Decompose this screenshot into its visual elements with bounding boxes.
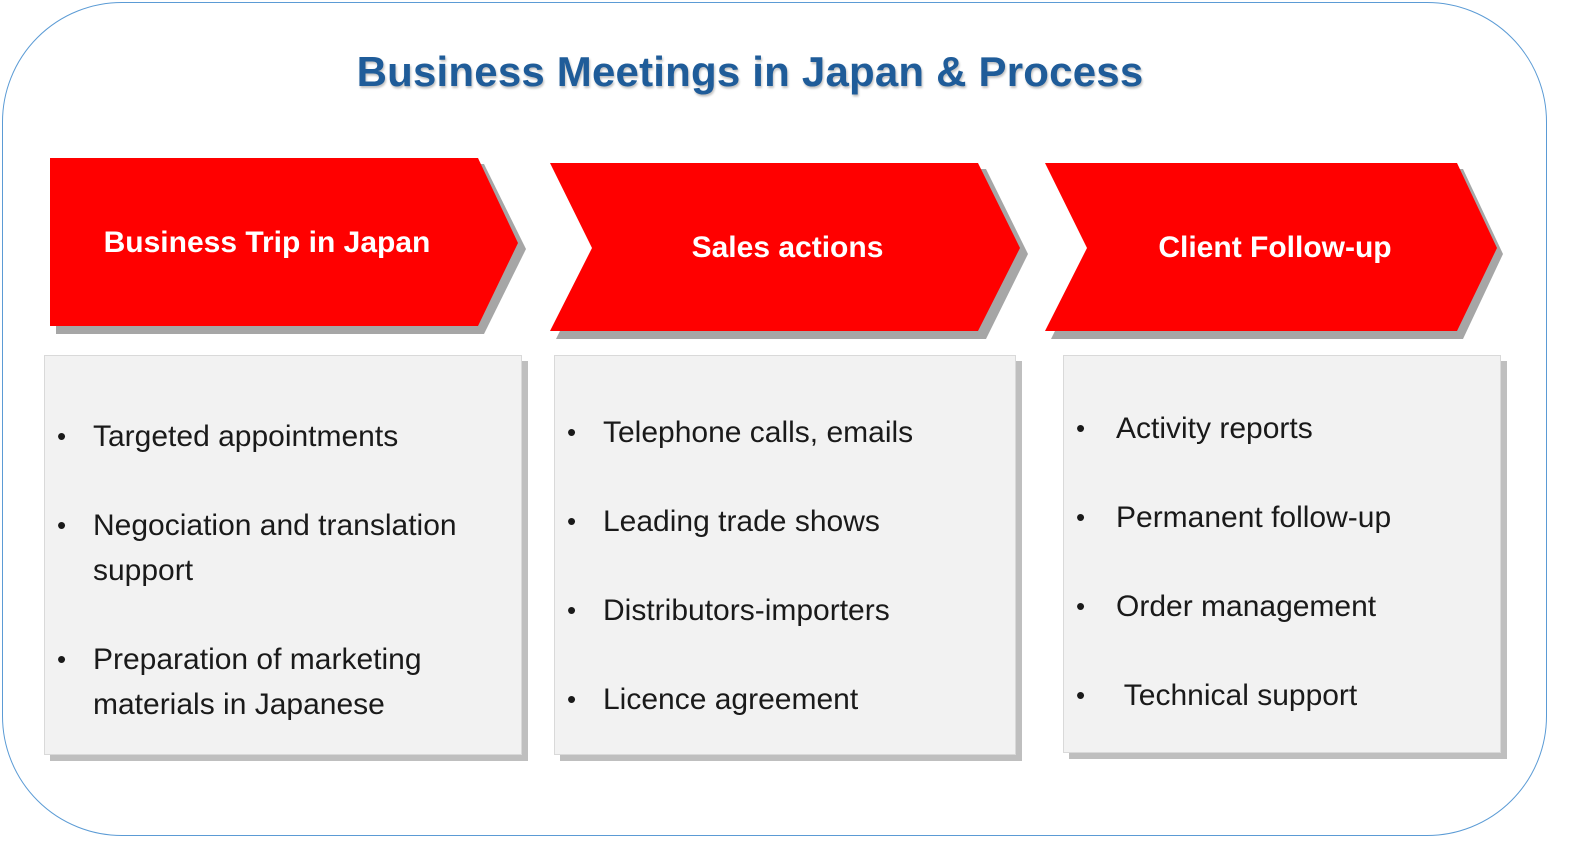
chevron-fill [50,158,518,326]
bullet-icon: • [57,510,67,540]
chevron-arrow-2-shape [550,163,1028,339]
step-3-chevron: Client Follow-up [1045,163,1505,339]
chevron-fill [550,163,1020,331]
step-1-chevron: Business Trip in Japan [50,158,526,334]
bullet-icon: • [57,421,67,451]
bullet-icon: • [567,506,577,536]
bullet-icon: • [567,684,577,714]
step-2-chevron: Sales actions [550,163,1028,339]
chevron-fill [1045,163,1497,331]
bullet-icon: • [1076,591,1086,621]
bullet-icon: • [1076,413,1086,443]
step-1-details-box: • Targeted appointments • Negociation an… [44,355,522,755]
chevron-arrow-1-shape [50,158,526,334]
bullet-icon: • [567,595,577,625]
page-title: Business Meetings in Japan & Process [356,48,1144,95]
bullet-icon: • [1076,680,1086,710]
step-3-label: Client Follow-up [1158,231,1392,264]
step-2-label: Sales actions [691,231,884,264]
chevron-arrow-3-shape [1045,163,1503,339]
step-2-details-box: • Telephone calls, emails • Leading trad… [554,355,1016,755]
step-1-label: Business Trip in Japan [103,226,431,259]
bullet-icon: • [57,644,67,674]
bullet-icon: • [1076,502,1086,532]
step-3-details-box: • Activity reports • Permanent follow-up… [1063,355,1501,753]
bullet-icon: • [567,417,577,447]
